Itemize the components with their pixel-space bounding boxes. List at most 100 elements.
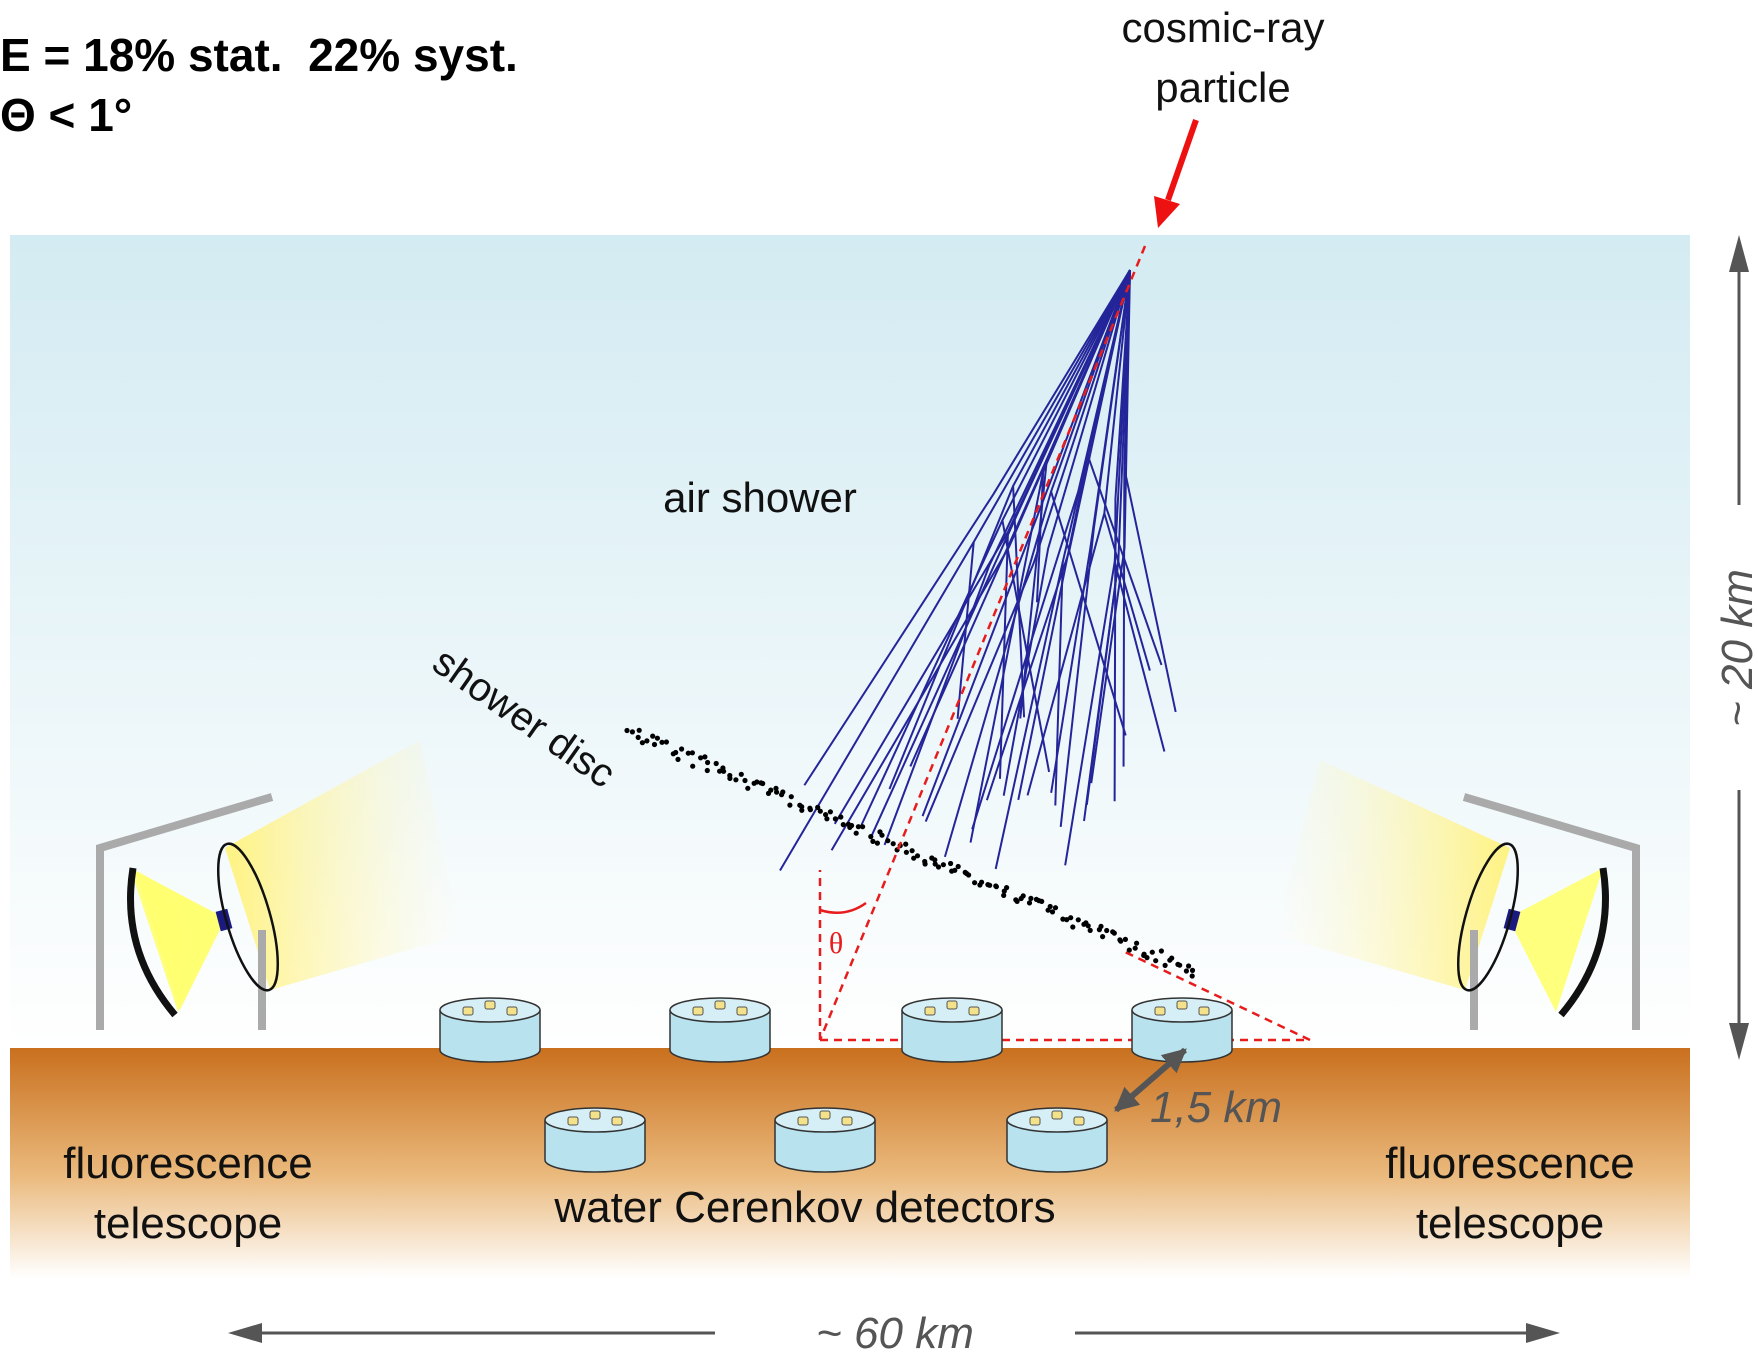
disc-particle — [685, 750, 691, 756]
disc-particle — [673, 749, 679, 756]
disc-particle — [705, 759, 711, 766]
red-arrow-icon — [1154, 119, 1199, 228]
disc-particle — [635, 734, 641, 741]
disc-particle — [713, 760, 719, 767]
water-tank-icon — [1006, 1107, 1108, 1173]
shower-track-branch — [1001, 520, 1051, 773]
telescope-aperture-left — [216, 842, 280, 992]
disc-particle — [663, 739, 670, 745]
disc-particle — [955, 863, 961, 870]
disc-particle — [1132, 945, 1138, 951]
disc-particle — [827, 809, 834, 815]
water-tank-icon — [439, 997, 541, 1063]
disc-particle — [721, 768, 727, 774]
disc-particle — [1177, 962, 1183, 968]
water-detectors-label: water Cerenkov detectors — [553, 1183, 1055, 1232]
disc-particle — [1153, 958, 1159, 964]
telescope-aperture-right — [1456, 842, 1520, 992]
disc-particle — [679, 746, 685, 752]
disc-particle — [704, 767, 710, 774]
disc-particle — [788, 794, 794, 800]
disc-particle — [903, 841, 909, 847]
telescope-mirror-left — [127, 867, 178, 1018]
height-label: ~ 20 km — [1713, 569, 1758, 727]
cosmic-ray-label-line1: cosmic-ray — [1121, 4, 1324, 51]
disc-particle — [832, 816, 839, 822]
disc-particle — [1087, 927, 1093, 934]
disc-particle — [868, 834, 874, 840]
shower-track-branch — [1123, 468, 1177, 713]
shower-track — [924, 269, 1131, 822]
disc-particle — [760, 780, 766, 787]
shower-track-branch — [1103, 513, 1151, 671]
disc-particle — [1049, 909, 1056, 915]
disc-particle — [702, 754, 708, 760]
disc-particle — [651, 741, 658, 748]
disc-particle — [922, 861, 928, 867]
disc-particle — [717, 768, 723, 774]
disc-particle — [1110, 929, 1116, 935]
shower-track — [803, 269, 1131, 786]
disc-particle — [650, 733, 656, 739]
disc-particle — [885, 838, 891, 844]
disc-particle — [787, 802, 793, 808]
energy-resolution-text: E = 18% stat. 22% syst. — [0, 29, 518, 81]
disc-particle — [1158, 948, 1164, 954]
disc-particle — [1052, 905, 1059, 911]
air-shower-tracks — [779, 269, 1177, 871]
shower-track — [1002, 269, 1131, 796]
disc-particle — [1118, 938, 1124, 944]
disc-particle — [1162, 962, 1168, 969]
water-cerenkov-detector-array — [439, 997, 1233, 1173]
disc-particle — [1014, 898, 1020, 905]
disc-particle — [745, 785, 751, 791]
water-tank-icon — [669, 997, 771, 1063]
width-label: ~ 60 km — [816, 1309, 974, 1352]
air-shower-label: air shower — [663, 474, 857, 521]
shower-track-branch — [1113, 561, 1166, 752]
disc-particle — [768, 787, 774, 793]
disc-particle — [840, 822, 846, 828]
shower-track — [1113, 269, 1131, 802]
fluorescence-right-label-line1: fluorescence — [1385, 1139, 1634, 1188]
disc-particle — [675, 756, 681, 763]
shower-disc-particles — [624, 727, 1196, 979]
disc-particle — [1149, 949, 1155, 955]
disc-particle — [1100, 934, 1106, 940]
shower-track — [1050, 269, 1131, 793]
disc-particle — [624, 727, 630, 734]
disc-particle — [987, 882, 993, 888]
zenith-angle-arc — [819, 901, 867, 915]
disc-particle — [1189, 973, 1195, 979]
disc-particle — [1169, 955, 1175, 961]
telescope-mirror-right — [1558, 867, 1609, 1018]
shower-front-line — [1124, 950, 1311, 1042]
disc-particle — [1098, 923, 1104, 930]
telescope-field-of-view-left — [225, 740, 460, 990]
disc-particle — [1070, 924, 1076, 930]
disc-particle — [654, 735, 661, 741]
disc-particle — [733, 777, 739, 783]
disc-particle — [1047, 903, 1053, 910]
disc-particle — [940, 862, 947, 868]
fluorescence-left-label-line2: telescope — [94, 1199, 282, 1248]
disc-particle — [909, 848, 915, 854]
disc-particle — [1064, 917, 1070, 923]
disc-particle — [932, 857, 938, 863]
disc-particle — [1075, 917, 1081, 923]
fluorescence-telescope-right — [1275, 760, 1640, 1030]
disc-particle — [629, 729, 636, 735]
disc-particle — [932, 861, 938, 867]
disc-particle — [853, 830, 859, 836]
disc-particle — [860, 824, 866, 830]
disc-particle — [1039, 898, 1045, 905]
disc-particle — [742, 777, 748, 784]
disc-particle — [972, 880, 978, 886]
disc-particle — [799, 804, 805, 810]
disc-particle — [754, 779, 760, 785]
disc-particle — [977, 882, 983, 888]
shower-track-branch — [1050, 491, 1127, 736]
disc-particle — [903, 849, 910, 855]
shower-track — [921, 269, 1131, 817]
